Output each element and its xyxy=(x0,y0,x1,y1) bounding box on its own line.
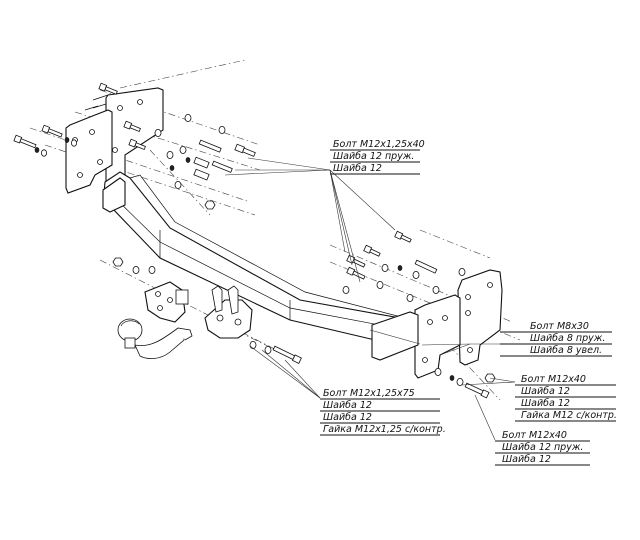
callout-center-line-2: Шайба 12 xyxy=(323,400,372,411)
right-front-mounting-plate xyxy=(371,294,461,379)
right-rear-mounting-plate xyxy=(457,269,503,366)
bolts-upper-left xyxy=(13,82,256,210)
bolts-lower-right xyxy=(434,367,496,399)
callout-center-line-3: Шайба 12 xyxy=(323,412,372,423)
callout-bottom-right-line-1: Болт М12х40 xyxy=(502,430,567,441)
callout-right-upper: Болт М8х30 Шайба 8 пруж. Шайба 8 увел. xyxy=(470,321,612,357)
callout-center-line-4: Гайка М12х1,25 с/контр. xyxy=(323,424,446,435)
callout-right-lower: Болт М12х40 Шайба 12 Шайба 12 Гайка М12 … xyxy=(515,374,617,422)
leader-lines xyxy=(224,157,516,441)
left-front-mounting-plate xyxy=(65,109,113,194)
callout-top: Болт М12х1,25х40 Шайба 12 пруж. Шайба 12 xyxy=(330,139,425,175)
callout-top-line-2: Шайба 12 пруж. xyxy=(333,151,414,162)
callout-right-upper-line-2: Шайба 8 пруж. xyxy=(530,333,605,344)
bolts-center-right xyxy=(342,230,466,302)
callout-right-lower-line-1: Болт М12х40 xyxy=(521,374,586,385)
callout-center: Болт М12х1,25х75 Шайба 12 Шайба 12 Гайка… xyxy=(320,388,446,436)
tow-ball xyxy=(117,318,193,360)
callout-top-line-1: Болт М12х1,25х40 xyxy=(333,139,425,150)
callout-center-line-1: Болт М12х1,25х75 xyxy=(323,388,415,399)
bolts-lower-center xyxy=(112,257,302,364)
callout-right-lower-line-3: Шайба 12 xyxy=(521,398,570,409)
callout-bottom-right-line-2: Шайба 12 пруж. xyxy=(502,442,583,453)
callout-bottom-right-line-3: Шайба 12 xyxy=(502,454,551,465)
callout-right-upper-line-1: Болт М8х30 xyxy=(530,321,589,332)
callout-bottom-right: Болт М12х40 Шайба 12 пруж. Шайба 12 xyxy=(495,430,590,466)
callout-right-upper-line-3: Шайба 8 увел. xyxy=(530,345,602,356)
socket-bracket xyxy=(204,285,253,339)
callout-right-lower-line-2: Шайба 12 xyxy=(521,386,570,397)
callout-right-lower-line-4: Гайка М12 с/контр. xyxy=(521,410,617,421)
ball-mount-plate xyxy=(144,281,189,323)
callout-top-line-3: Шайба 12 xyxy=(333,163,382,174)
